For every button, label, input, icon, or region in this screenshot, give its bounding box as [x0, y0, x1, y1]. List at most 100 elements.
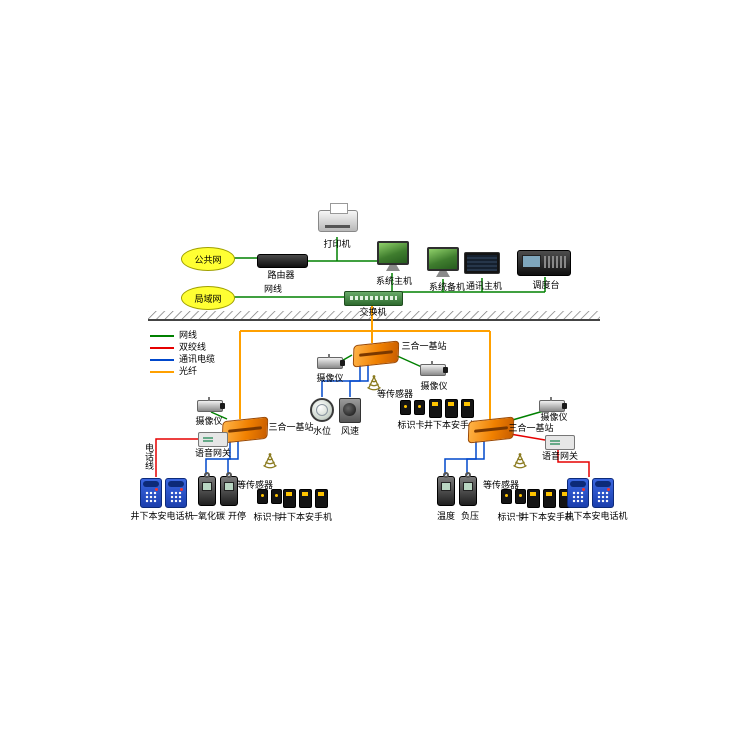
system-host-screen: [379, 243, 407, 263]
mine-handset: [315, 489, 328, 508]
wireless-signal-center-icon: [367, 375, 381, 391]
co-sensor-label: 一氧化碳: [188, 511, 226, 521]
voice-gateway-right: [545, 435, 575, 450]
handset-right-label: 井下本安手机: [519, 512, 575, 522]
mine-telephone: [165, 478, 187, 508]
id-tag-center-label: 标识卡: [397, 420, 425, 430]
voice-gateway-left-label: 语音网关: [194, 448, 232, 458]
comm-cable-lines: [205, 364, 485, 475]
public-network-label: 公共网: [194, 254, 222, 265]
telephones-right: [567, 478, 614, 508]
mine-telephone: [567, 478, 589, 508]
legend-item-network-cable: 网线: [150, 331, 215, 340]
legend-label-twisted: 双绞线: [179, 342, 207, 352]
id-tag: [271, 489, 282, 504]
telephones-left: [140, 478, 187, 508]
mine-telephone: [140, 478, 162, 508]
sensor-display: [441, 482, 451, 491]
legend-item-comm-cable: 通讯电缆: [150, 355, 215, 364]
wireless-signal-left-icon: [263, 453, 277, 469]
legend-label-network: 网线: [179, 330, 198, 340]
comm-host: [464, 252, 500, 274]
camera-right: [539, 397, 567, 412]
mine-handset: [543, 489, 556, 508]
handset-left-label: 井下本安手机: [277, 512, 333, 522]
id-tags-center: [400, 400, 425, 415]
legend: 网线 双绞线 通讯电缆 光纤: [150, 331, 215, 376]
comm-host-screen: [467, 255, 497, 271]
sensors-center-label: 等传感器: [376, 389, 414, 399]
ethernet-switch: [344, 291, 403, 306]
id-tag: [400, 400, 411, 415]
router-label: 路由器: [267, 270, 295, 280]
water-level-sensor: [310, 398, 334, 422]
id-tag: [414, 400, 425, 415]
base-station-stripe: [474, 426, 508, 433]
switch-ports: [350, 296, 397, 300]
system-backup-label: 系统备机: [428, 282, 466, 292]
camera-left: [197, 397, 225, 412]
legend-swatch-comm: [150, 358, 174, 361]
sensors-left-label: 等传感器: [236, 480, 274, 490]
mine-handset: [445, 399, 458, 418]
legend-item-twisted-pair: 双绞线: [150, 343, 215, 352]
mine-handset: [283, 489, 296, 508]
handsets-center: [429, 399, 474, 418]
base-station-stripe: [359, 350, 393, 357]
printer-paper: [330, 203, 348, 214]
mine-handset: [461, 399, 474, 418]
id-tags-right: [501, 489, 526, 504]
legend-label-comm: 通讯电缆: [179, 354, 216, 364]
dispatch-label: 调度台: [532, 280, 560, 290]
sensor-display: [202, 482, 212, 491]
camera-center-left: [317, 354, 345, 369]
onoff-sensor: [220, 476, 238, 506]
handsets-right: [527, 489, 572, 508]
mine-telephone: [592, 478, 614, 508]
lan-label: 局域网: [194, 293, 222, 304]
sensors-right-label: 等传感器: [482, 480, 520, 490]
legend-swatch-network: [150, 334, 174, 337]
ground-surface: [148, 311, 600, 321]
sensor-display: [224, 482, 234, 491]
wind-speed-label: 风速: [340, 426, 360, 436]
router: [257, 254, 308, 268]
mine-handset: [527, 489, 540, 508]
voice-gateway-right-label: 语音网关: [541, 451, 579, 461]
legend-swatch-fiber: [150, 370, 174, 373]
id-tag: [515, 489, 526, 504]
legend-label-fiber: 光纤: [179, 366, 198, 376]
id-tag: [501, 489, 512, 504]
sensor-display: [463, 482, 473, 491]
id-tags-left: [257, 489, 282, 504]
legend-swatch-twisted: [150, 346, 174, 349]
printer-label: 打印机: [323, 239, 351, 249]
base-station-center-label: 三合一基站: [401, 341, 447, 351]
water-level-label: 水位: [312, 426, 332, 436]
wind-speed-sensor: [339, 398, 361, 423]
base-station-left-label: 三合一基站: [268, 422, 314, 432]
system-backup: [427, 247, 459, 271]
switch-label: 交换机: [359, 307, 387, 317]
system-host: [377, 241, 409, 265]
base-station-right-label: 三合一基站: [508, 423, 554, 433]
fiber-lines: [239, 304, 491, 419]
mine-handset: [429, 399, 442, 418]
lan-cloud: 局域网: [181, 286, 235, 310]
mine-handset: [299, 489, 312, 508]
id-tag-left-label: 标识卡: [253, 512, 281, 522]
temperature-label: 温度: [436, 511, 456, 521]
camera-center-right: [420, 361, 448, 376]
cable-label: 网线: [263, 284, 283, 294]
voice-gateway-left: [198, 432, 228, 447]
id-tag-right-label: 标识卡: [497, 512, 525, 522]
handsets-left: [283, 489, 328, 508]
id-tag: [257, 489, 268, 504]
printer: [318, 203, 358, 232]
legend-item-fiber: 光纤: [150, 367, 215, 376]
co-sensor: [198, 476, 216, 506]
printer-slot: [325, 225, 350, 228]
public-network-cloud: 公共网: [181, 247, 235, 271]
pressure-sensor: [459, 476, 477, 506]
